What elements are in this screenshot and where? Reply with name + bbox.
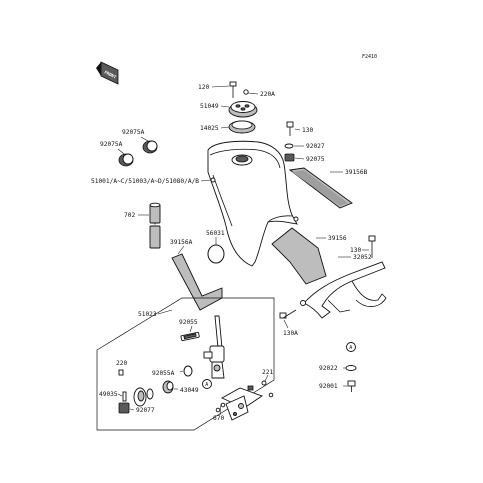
front-arrow-icon: FRONT — [96, 61, 119, 85]
part-49035 — [122, 391, 127, 402]
label-92055: 92055 — [179, 319, 198, 326]
side-pad-39156b — [288, 167, 353, 209]
bolt-92001 — [347, 380, 356, 392]
label-49035: 49035 — [99, 391, 118, 398]
label-702: 702 — [124, 212, 135, 219]
screw-220 — [118, 369, 124, 376]
pad-39156 — [271, 227, 327, 285]
label-39156: 39156 — [328, 235, 347, 242]
label-51023: 51023 — [138, 311, 157, 318]
band-56031 — [207, 244, 225, 264]
label-92022: 92022 — [319, 365, 338, 372]
label-670: 670 — [213, 415, 224, 422]
label-92075: 92075 — [306, 156, 325, 163]
bracket-bolt — [368, 235, 376, 258]
damper-92075 — [284, 153, 295, 162]
label-130-top: 130 — [302, 127, 313, 134]
pad-39156a — [171, 253, 223, 311]
cock-screws — [220, 392, 274, 408]
label-32052: 32052 — [353, 254, 372, 261]
label-92075a-lower: 92075A — [100, 141, 123, 148]
tank-bracket-32052 — [300, 261, 387, 319]
label-39156a: 39156A — [170, 239, 193, 246]
cup-43049 — [162, 380, 174, 394]
callout-a-washer: A — [346, 342, 356, 352]
cap-gasket — [228, 120, 256, 134]
label-92077: 92077 — [136, 407, 155, 414]
washer-92022 — [345, 365, 357, 371]
label-130a: 130A — [283, 330, 298, 337]
label-92075a-upper: 92075A — [122, 129, 145, 136]
bolt-130a — [279, 309, 297, 319]
seal-92055 — [180, 331, 200, 342]
label-39156b: 39156B — [345, 169, 368, 176]
label-51049: 51049 — [200, 103, 219, 110]
figure-code: F2410 — [362, 54, 377, 60]
oring-92055a — [183, 365, 193, 377]
label-92027: 92027 — [306, 143, 325, 150]
label-92055a: 92055A — [152, 370, 175, 377]
label-14025: 14025 — [200, 125, 219, 132]
block-92077 — [118, 402, 130, 414]
label-43049: 43049 — [180, 387, 199, 394]
screw-670 — [215, 407, 221, 413]
knob-parts — [133, 387, 154, 407]
fuel-tank — [207, 140, 299, 267]
damper-92075a-upper — [142, 140, 158, 154]
label-92001: 92001 — [319, 383, 338, 390]
label-56031: 56031 — [206, 230, 225, 237]
fuel-cap — [228, 101, 258, 118]
label-51001: 51001/A~C/51003/A~D/51080/A/B — [91, 178, 199, 185]
tank-bolt-top — [286, 121, 294, 136]
lever-plate — [221, 385, 263, 421]
fuel-cock-body — [203, 315, 225, 379]
fuel-cock-frame — [96, 297, 275, 431]
screw-221 — [261, 380, 267, 386]
callout-a-cock: A — [202, 379, 212, 389]
label-120: 120 — [198, 84, 209, 91]
callout-a-label-right: A — [349, 345, 352, 351]
front-label: FRONT — [104, 69, 118, 79]
breather-tube-702 — [149, 202, 161, 249]
cap-screw — [229, 81, 237, 98]
small-screw-220a — [243, 89, 249, 95]
callout-a-label: A — [205, 382, 208, 388]
collar-92027 — [284, 143, 294, 149]
label-220: 220 — [116, 360, 127, 367]
label-221: 221 — [262, 369, 273, 376]
damper-92075a-lower — [118, 153, 134, 167]
label-130-mid: 130 — [350, 247, 361, 254]
label-220a: 220A — [260, 91, 275, 98]
